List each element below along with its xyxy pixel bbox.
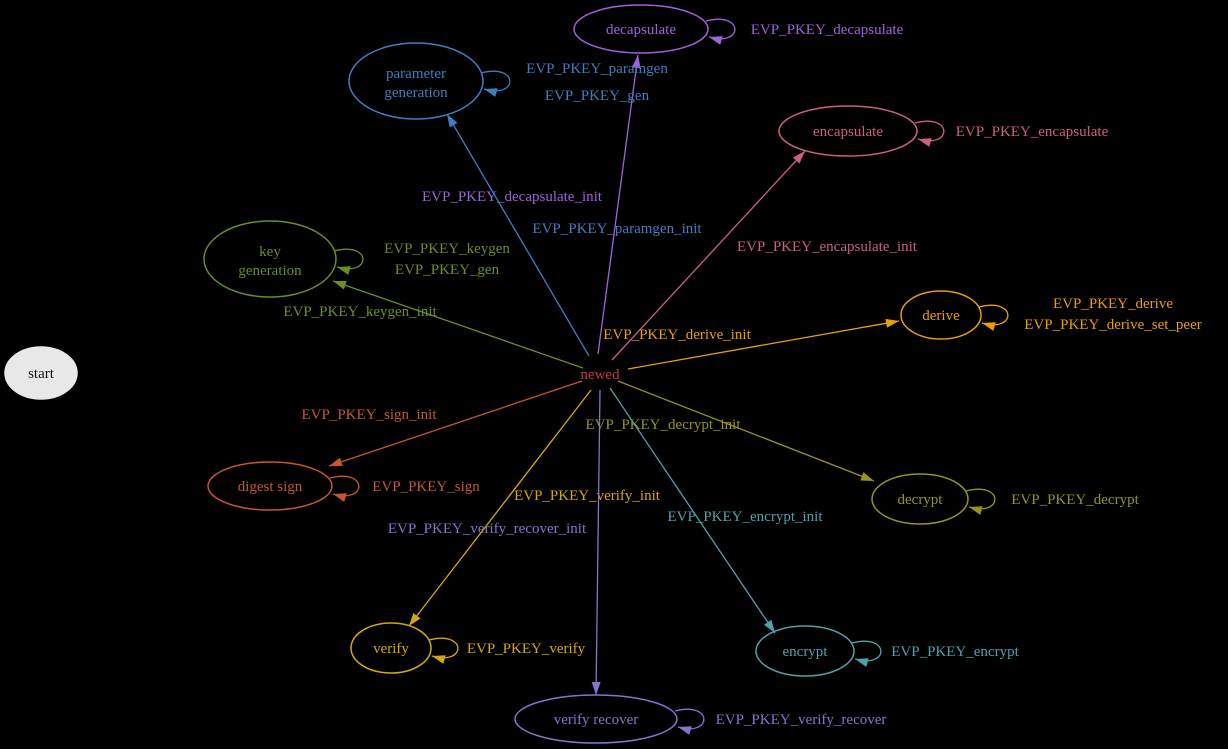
edge-newed-to-parameter-generation [446, 113, 590, 357]
self-loop-arrowhead-digest-sign [333, 493, 347, 502]
node-label-encrypt-0: encrypt [783, 644, 829, 660]
self-loop-arrowhead-verify-recover [678, 726, 692, 735]
edge-newed-to-derive [627, 320, 900, 370]
node-ellipse-verify-recover [514, 694, 678, 744]
edge-label-newed-to-key-generation: EVP_PKEY_keygen_init [283, 304, 437, 320]
self-loop-verify-recover [674, 708, 705, 730]
edge-newed-to-key-generation [332, 280, 584, 369]
node-ellipse-parameter-generation [348, 42, 484, 120]
node-label-parameter-generation-0: parameter [386, 66, 446, 82]
node-label-decapsulate-0: decapsulate [606, 22, 676, 38]
self-loop-derive [978, 304, 1009, 326]
self-loop-label-key-generation-1: EVP_PKEY_gen [395, 262, 500, 278]
node-ellipse-start [4, 346, 78, 400]
edge-arrowhead-newed-to-parameter-generation [447, 114, 458, 128]
self-loop-digest-sign [329, 475, 360, 497]
self-loop-label-derive-1: EVP_PKEY_derive_set_peer [1024, 317, 1201, 333]
self-loop-decapsulate [705, 18, 736, 40]
edge-arrowhead-newed-to-verify-recover [591, 681, 601, 695]
node-label-encapsulate-0: encapsulate [813, 124, 883, 140]
node-label-newed-0: newed [580, 367, 620, 383]
edge-arrowhead-newed-to-verify [409, 612, 421, 626]
edge-arrowhead-newed-to-decrypt [860, 472, 874, 481]
node-ellipse-verify [350, 622, 432, 674]
self-loop-key-generation [333, 248, 364, 270]
edge-arrowhead-newed-to-encrypt [764, 619, 775, 633]
self-loop-label-derive-0: EVP_PKEY_derive [1053, 296, 1173, 312]
node-label-parameter-generation-1: generation [384, 85, 448, 101]
node-ellipse-decrypt [871, 473, 969, 525]
edge-arrowhead-newed-to-encapsulate [792, 151, 805, 164]
edge-newed-to-digest-sign [328, 380, 583, 467]
node-ellipse-decapsulate [573, 4, 709, 54]
self-loop-arrowhead-decrypt [969, 506, 983, 515]
self-loop-label-decapsulate-0: EVP_PKEY_decapsulate [751, 22, 904, 38]
self-loop-label-parameter-generation-0: EVP_PKEY_paramgen [526, 61, 668, 77]
node-label-key-generation-0: key [259, 244, 281, 260]
edge-label-newed-to-encapsulate: EVP_PKEY_encapsulate_init [737, 239, 918, 255]
edge-newed-to-decapsulate [597, 54, 639, 355]
edge-newed-to-decrypt [617, 380, 875, 482]
self-loop-decrypt [965, 488, 996, 510]
self-loop-label-verify-recover-0: EVP_PKEY_verify_recover [716, 712, 887, 728]
self-loop-verify [428, 637, 459, 659]
edge-newed-to-encrypt [609, 387, 776, 634]
node-ellipse-encrypt [755, 625, 855, 677]
edge-arrowhead-newed-to-decapsulate [631, 55, 641, 69]
node-label-key-generation-1: generation [238, 263, 302, 279]
edge-label-newed-to-verify-recover: EVP_PKEY_verify_recover_init [388, 521, 587, 537]
self-loop-encrypt [851, 640, 882, 662]
node-label-digest-sign-0: digest sign [238, 479, 303, 495]
node-ellipse-derive [900, 290, 982, 340]
self-loop-label-decrypt-0: EVP_PKEY_decrypt [1011, 492, 1139, 508]
self-loop-arrowhead-decapsulate [709, 36, 723, 45]
edge-label-newed-to-decrypt: EVP_PKEY_decrypt_init [586, 417, 742, 433]
edge-newed-to-encapsulate [611, 150, 806, 361]
node-label-derive-0: derive [922, 308, 960, 324]
node-label-verify-recover-0: verify recover [554, 712, 639, 728]
self-loop-label-encapsulate-0: EVP_PKEY_encapsulate [956, 124, 1109, 140]
edge-newed-to-verify [408, 389, 592, 627]
node-ellipse-digest-sign [207, 461, 333, 511]
edge-label-newed-to-verify: EVP_PKEY_verify_init [514, 488, 661, 504]
self-loop-label-verify-0: EVP_PKEY_verify [467, 641, 586, 657]
self-loop-label-encrypt-0: EVP_PKEY_encrypt [891, 644, 1019, 660]
self-loop-encapsulate [914, 120, 945, 142]
self-loop-arrowhead-encapsulate [918, 138, 932, 147]
edge-label-newed-to-parameter-generation: EVP_PKEY_paramgen_init [532, 221, 702, 237]
edge-label-newed-to-derive: EVP_PKEY_derive_init [603, 327, 751, 343]
self-loop-arrowhead-key-generation [337, 266, 351, 275]
node-ellipse-key-generation [203, 220, 337, 298]
node-label-decrypt-0: decrypt [898, 492, 944, 508]
self-loop-label-parameter-generation-1: EVP_PKEY_gen [545, 88, 650, 104]
self-loop-label-key-generation-0: EVP_PKEY_keygen [384, 241, 510, 257]
edge-label-newed-to-digest-sign: EVP_PKEY_sign_init [301, 407, 437, 423]
self-loop-arrowhead-derive [982, 322, 996, 331]
node-label-verify-0: verify [373, 641, 409, 657]
node-label-start-0: start [28, 366, 55, 382]
edge-arrowhead-newed-to-key-generation [333, 281, 347, 290]
self-loop-arrowhead-parameter-generation [484, 88, 498, 97]
edge-newed-to-verify-recover [595, 389, 601, 696]
edge-arrowhead-newed-to-digest-sign [329, 457, 343, 467]
self-loop-arrowhead-verify [432, 655, 446, 664]
self-loop-parameter-generation [480, 70, 511, 92]
edge-label-newed-to-decapsulate: EVP_PKEY_decapsulate_init [422, 189, 603, 205]
self-loop-arrowhead-encrypt [855, 658, 869, 667]
edge-label-newed-to-encrypt: EVP_PKEY_encrypt_init [668, 509, 824, 525]
self-loop-label-digest-sign-0: EVP_PKEY_sign [372, 479, 480, 495]
node-ellipse-encapsulate [778, 105, 918, 157]
edge-arrowhead-newed-to-derive [885, 318, 899, 328]
